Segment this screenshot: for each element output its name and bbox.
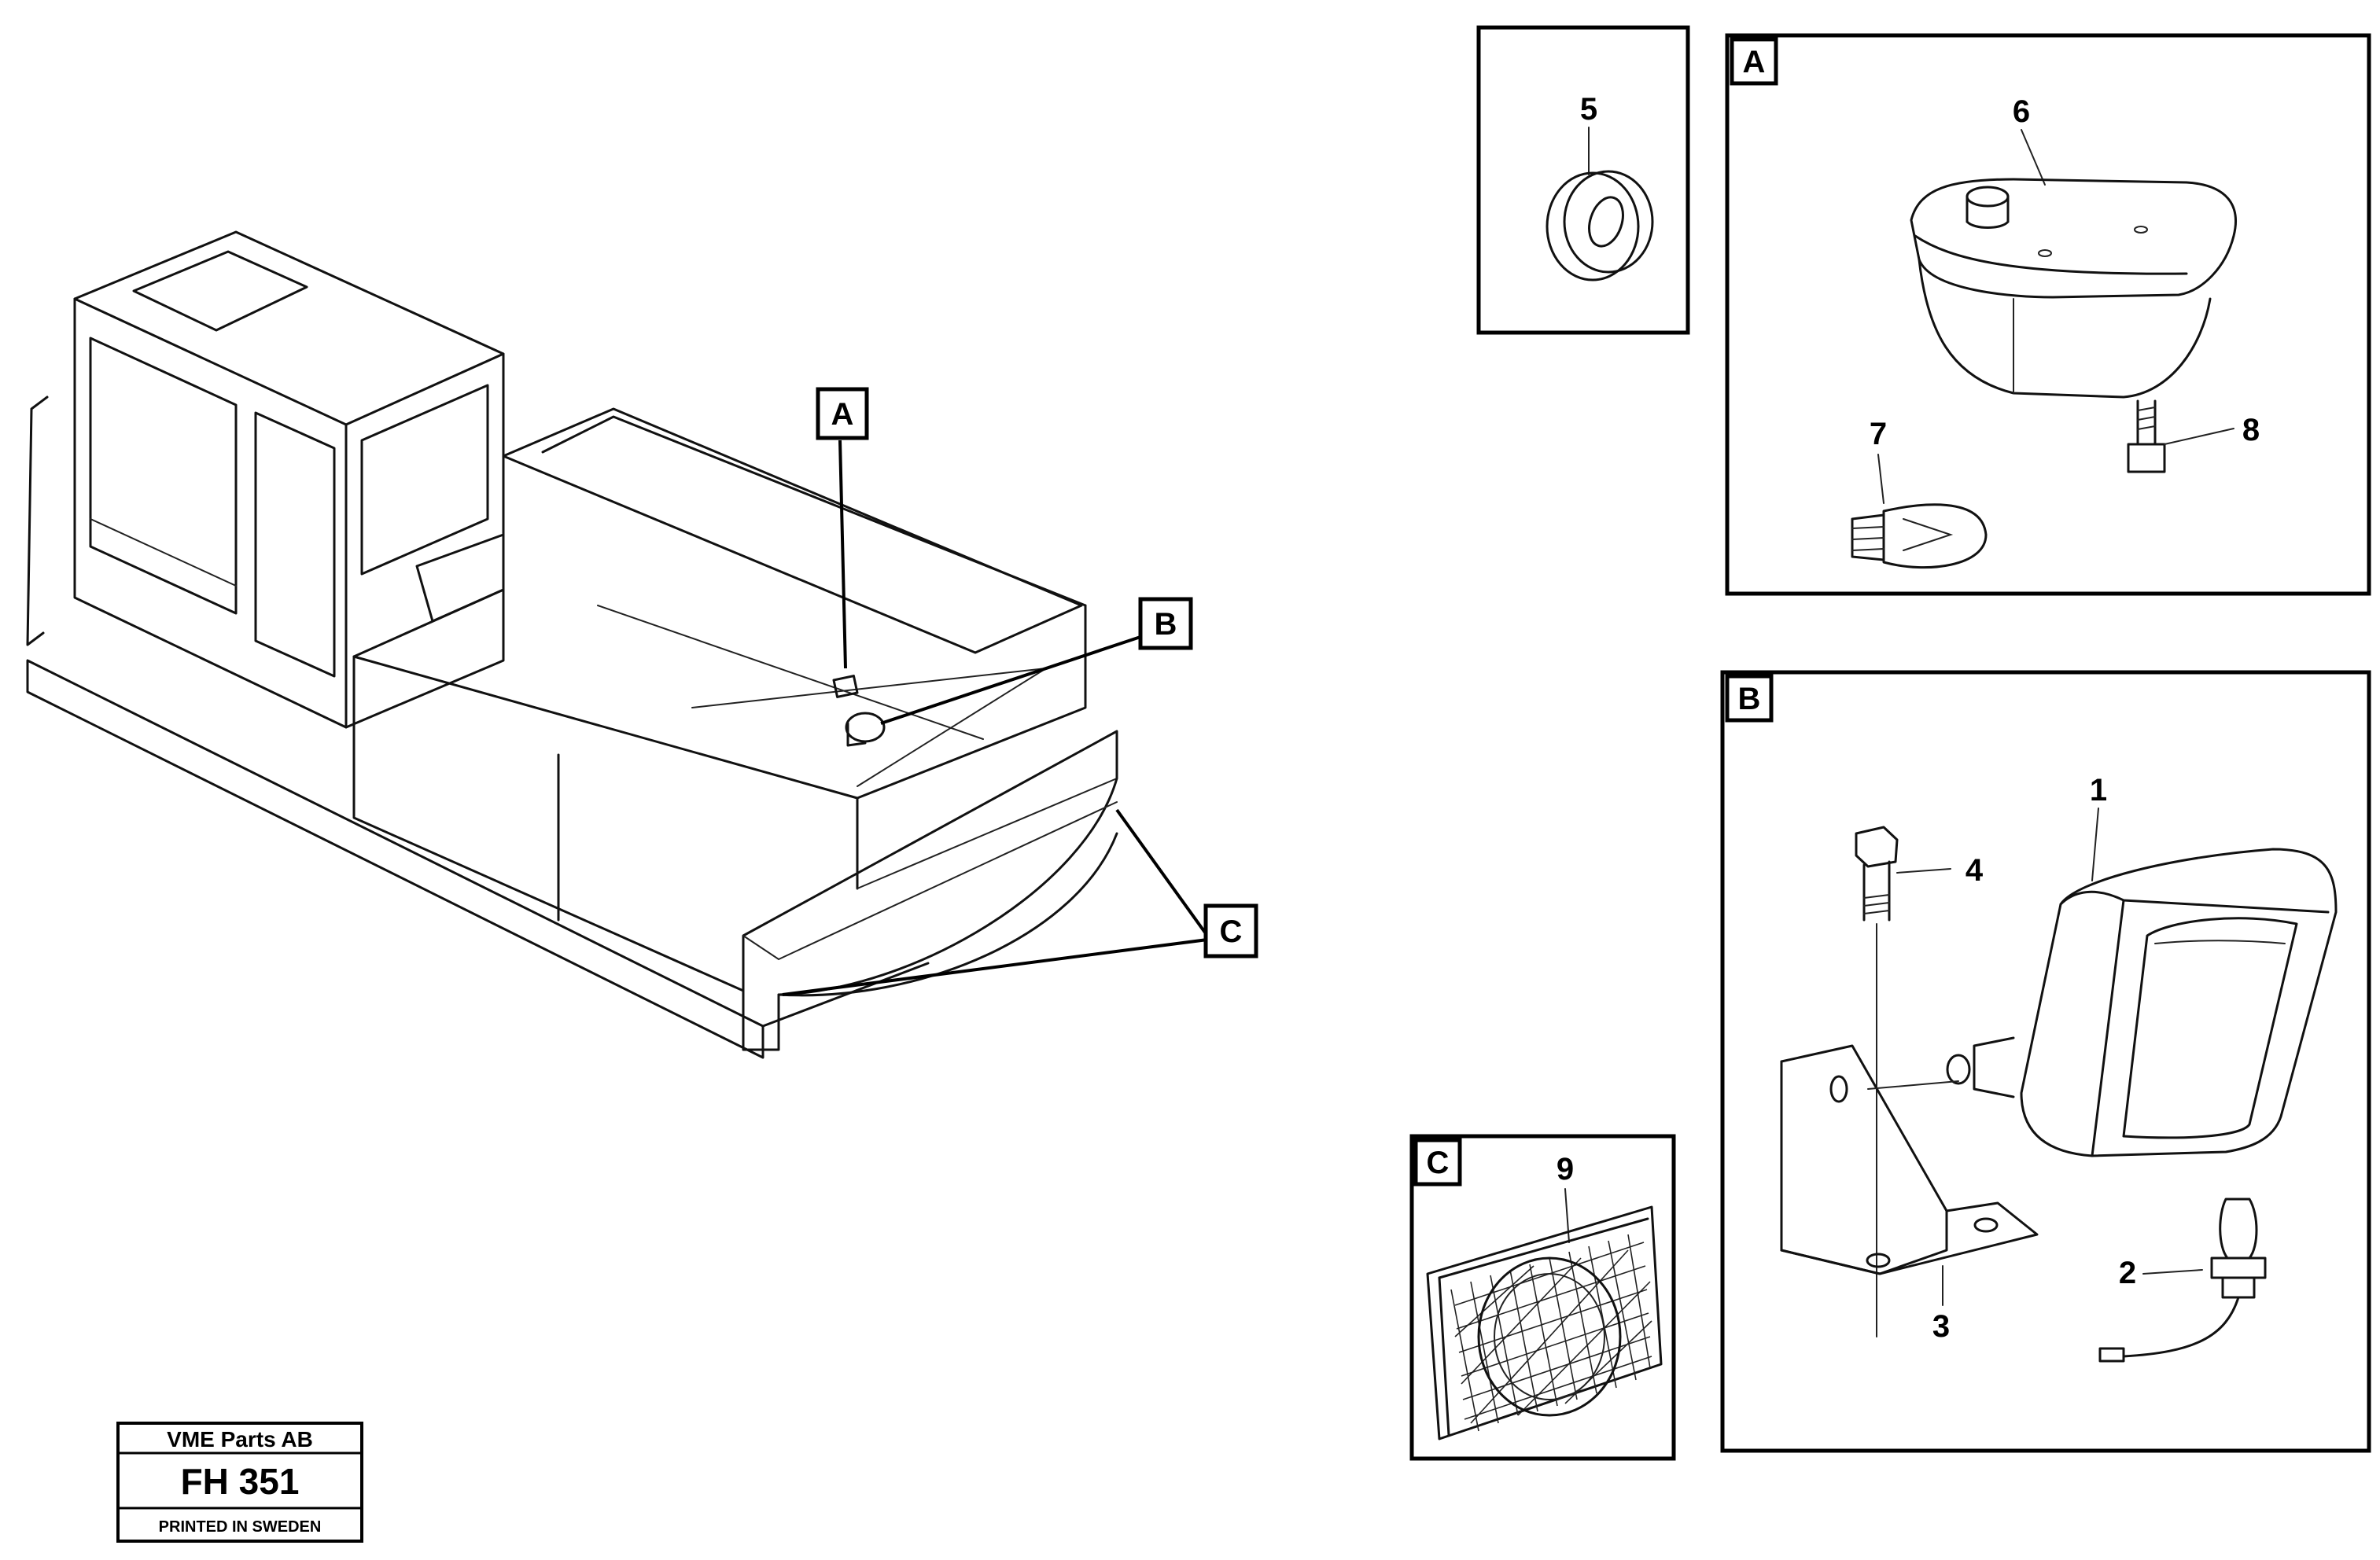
svg-text:A: A <box>831 397 854 432</box>
callout-c-main: C <box>1203 903 1258 958</box>
leader-a <box>838 440 847 669</box>
callout-a-main: A <box>816 387 869 440</box>
detail-b-panel: B 1 4 3 2 <box>1720 670 2371 1453</box>
machine-illustration <box>26 230 1118 1059</box>
svg-text:7: 7 <box>1870 417 1887 451</box>
svg-text:1: 1 <box>2090 773 2107 808</box>
svg-text:B: B <box>1155 607 1177 642</box>
svg-text:A: A <box>1743 45 1766 79</box>
callout-b-main: B <box>1138 597 1193 650</box>
title-code: FH 351 <box>181 1461 300 1502</box>
svg-text:6: 6 <box>2013 94 2030 129</box>
svg-text:3: 3 <box>1932 1309 1950 1344</box>
detail-grommet-panel: 5 <box>1476 25 1690 335</box>
svg-text:4: 4 <box>1966 853 1984 888</box>
svg-text:9: 9 <box>1557 1152 1574 1187</box>
leader-c2 <box>782 938 1208 996</box>
detail-a-panel: A 6 8 7 <box>1725 33 2371 596</box>
title-block: VME Parts AB FH 351 PRINTED IN SWEDEN <box>116 1422 363 1543</box>
title-company: VME Parts AB <box>167 1427 313 1451</box>
svg-text:5: 5 <box>1580 92 1597 127</box>
svg-text:B: B <box>1738 682 1761 716</box>
reflector-hatching <box>1450 1234 1652 1432</box>
detail-c-panel: C 9 <box>1409 1134 1676 1461</box>
svg-text:C: C <box>1427 1146 1450 1180</box>
svg-text:8: 8 <box>2242 413 2260 447</box>
svg-text:C: C <box>1220 914 1243 949</box>
title-printed: PRINTED IN SWEDEN <box>159 1518 322 1536</box>
svg-text:2: 2 <box>2119 1256 2136 1290</box>
leader-c1 <box>1115 808 1209 937</box>
leader-b <box>880 635 1141 725</box>
